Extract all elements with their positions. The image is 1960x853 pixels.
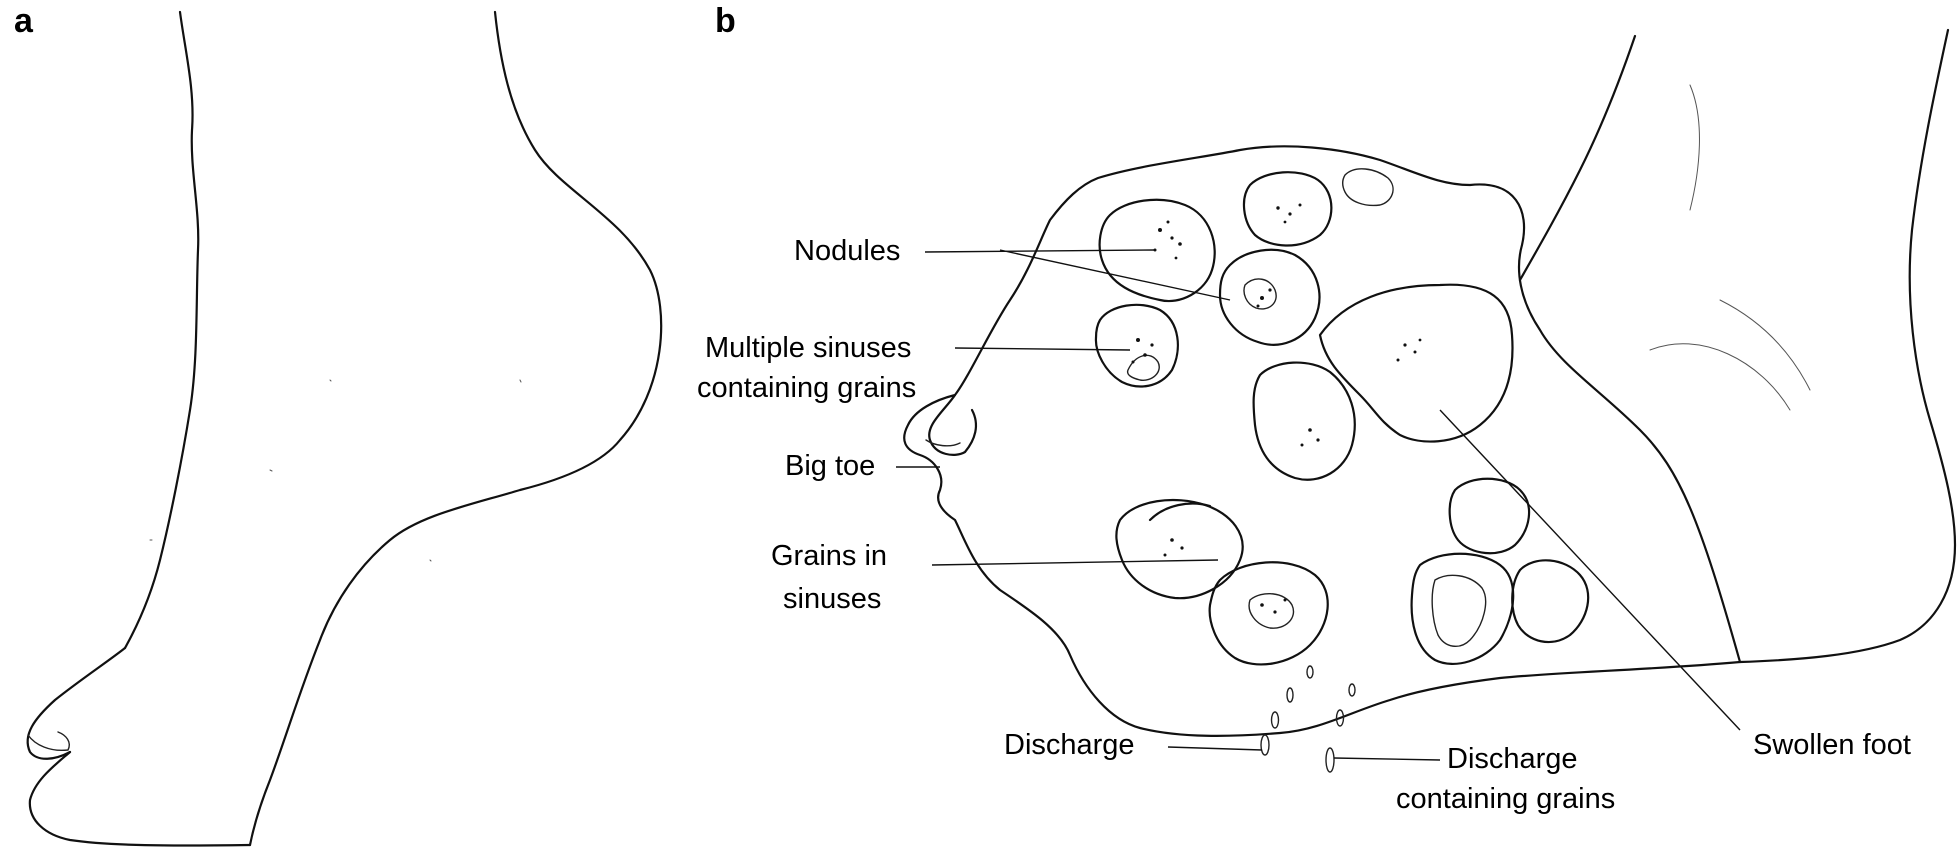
- panel-b-letter: b: [715, 2, 736, 40]
- label-discharge-grains-1: Discharge: [1447, 743, 1578, 775]
- nodule-12: [1448, 477, 1531, 555]
- label-nodules: Nodules: [794, 235, 900, 267]
- nodule-6: [1318, 283, 1514, 443]
- label-multiple-sinuses-1: Multiple sinuses: [705, 332, 911, 364]
- normal-foot-toenail: [27, 731, 70, 752]
- nodule-9: [1208, 561, 1329, 666]
- nodule-8: [1115, 498, 1244, 600]
- nodule-2: [1242, 171, 1333, 247]
- label-discharge-grains-2: containing grains: [1396, 783, 1615, 815]
- label-multiple-sinuses-2: containing grains: [697, 372, 916, 404]
- normal-foot-heel-outline: [248, 10, 663, 847]
- normal-foot-big-toe: [28, 750, 252, 847]
- panel-b-mycetoma-foot: b: [697, 2, 1957, 815]
- label-big-toe: Big toe: [785, 450, 875, 482]
- label-grains-in-sinuses-2: sinuses: [783, 583, 881, 615]
- nodule-7: [1252, 361, 1356, 481]
- nodule-10-inner: [1431, 574, 1487, 647]
- leg-back-outline: [1738, 28, 1957, 664]
- nodule-5: [1342, 168, 1394, 207]
- sinus-2: [1243, 278, 1277, 310]
- normal-foot-shin-outline: [123, 10, 200, 650]
- label-swollen-foot: Swollen foot: [1753, 729, 1911, 761]
- nodule-1: [1098, 198, 1216, 303]
- panel-a-normal-foot: a: [14, 2, 663, 847]
- leg-front-outline: [1518, 34, 1637, 282]
- normal-foot-toe-outline: [26, 646, 127, 760]
- nodule-4: [1094, 303, 1179, 388]
- nodule-13: [1148, 502, 1212, 522]
- nodule-3: [1218, 248, 1321, 346]
- nodule-11: [1511, 559, 1590, 644]
- label-discharge: Discharge: [1004, 729, 1135, 761]
- sinus-1: [1126, 354, 1160, 381]
- label-grains-in-sinuses-1: Grains in: [771, 540, 887, 572]
- big-toe-nail: [925, 439, 961, 447]
- grains-cluster: [1131, 203, 1422, 614]
- leader-lines: [896, 249, 1741, 761]
- sketch-marks-a: [149, 379, 522, 562]
- discharge-drops: [1260, 665, 1356, 773]
- panel-a-letter: a: [14, 2, 34, 40]
- big-toe-shape: [928, 393, 978, 456]
- swollen-foot-outline: [903, 145, 1742, 737]
- nodule-10: [1410, 552, 1515, 665]
- leg-inner-contour: [1649, 84, 1811, 411]
- sinus-3: [1248, 593, 1295, 629]
